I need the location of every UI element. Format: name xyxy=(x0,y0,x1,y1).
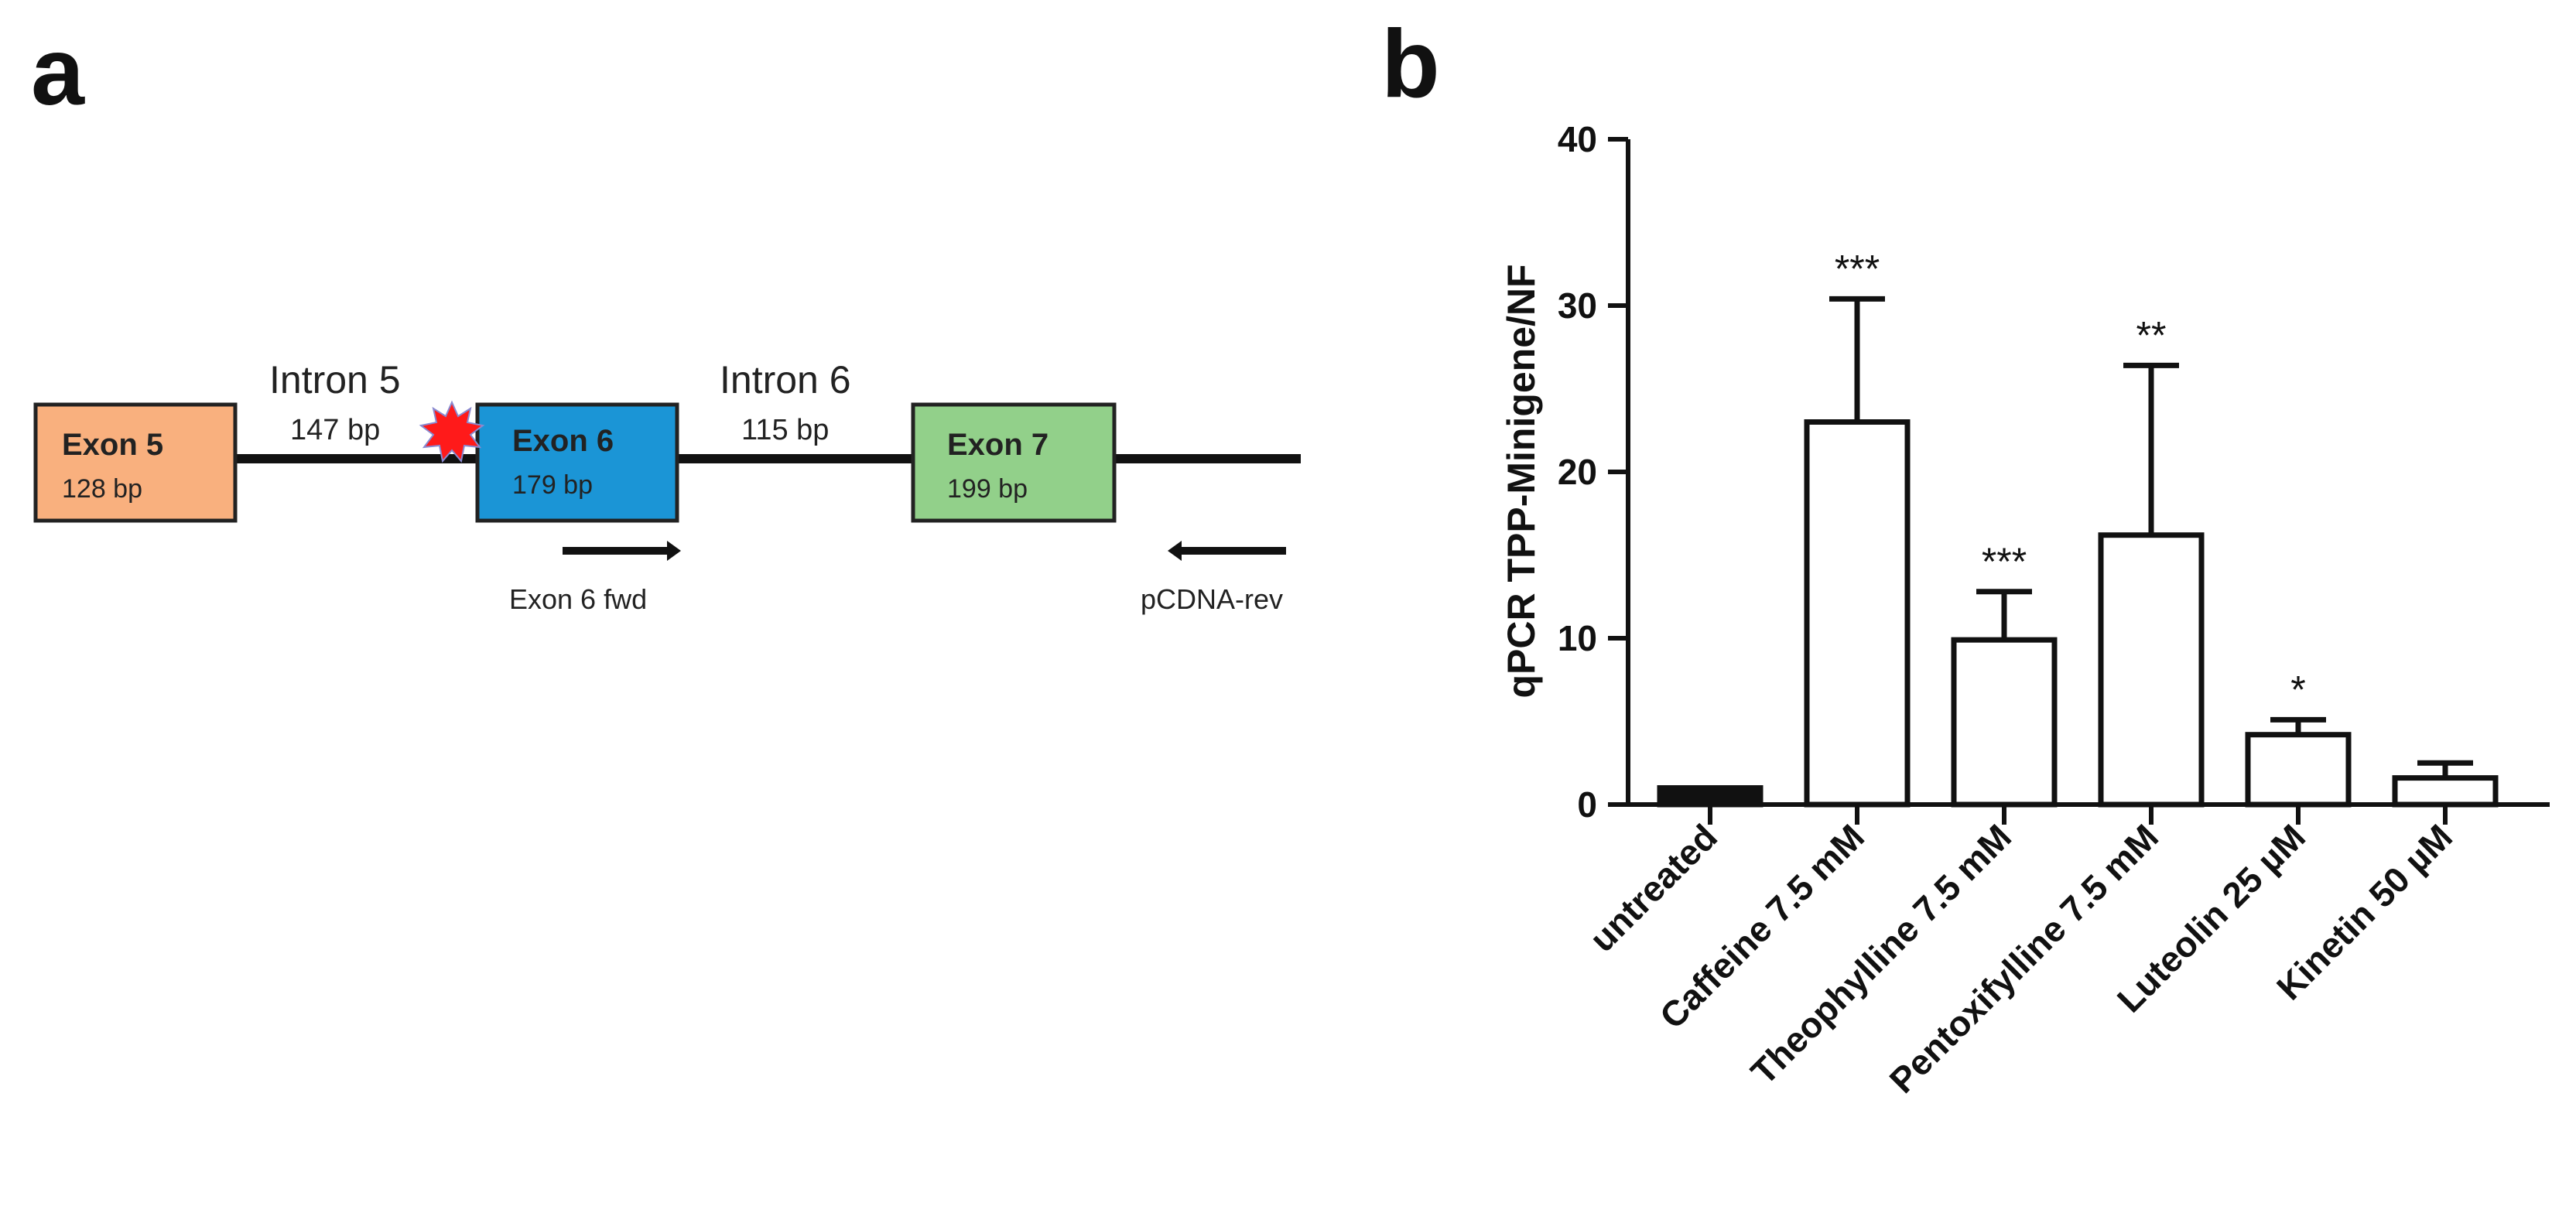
y-tick-label: 40 xyxy=(1558,119,1597,159)
y-tick-label: 20 xyxy=(1558,452,1597,492)
y-ticks: 0 10 20 30 40 xyxy=(1558,119,1628,825)
y-tick-label: 10 xyxy=(1558,618,1597,658)
exon-6-name: Exon 6 xyxy=(512,424,614,458)
panel-a: a Exon 5 128 bp Exon 6 179 bp Exon 7 199… xyxy=(31,19,1301,615)
bar xyxy=(2392,775,2499,808)
significance-label: *** xyxy=(1982,540,2027,583)
primer-rev-shaft xyxy=(1178,547,1286,555)
bar xyxy=(1657,785,1764,808)
intron-line xyxy=(236,454,1301,463)
exon-7-rect xyxy=(911,402,1117,523)
intron-5-name: Intron 5 xyxy=(269,358,401,401)
exon-7-box: Exon 7 199 bp xyxy=(911,402,1117,523)
primer-fwd-arrow-icon xyxy=(563,541,681,561)
exon-7-name: Exon 7 xyxy=(947,428,1049,462)
exon-6-size: 179 bp xyxy=(512,470,593,500)
panel-a-letter: a xyxy=(31,19,85,125)
y-tick-label: 30 xyxy=(1558,285,1597,326)
category-label: Pentoxifylline 7.5 mM xyxy=(1882,816,2167,1101)
bar xyxy=(2245,732,2352,808)
exon-5-rect xyxy=(33,402,238,523)
intron-6-name: Intron 6 xyxy=(720,358,851,401)
intron-5-size: 147 bp xyxy=(290,414,380,446)
intron-6-size: 115 bp xyxy=(741,414,829,446)
mutation-star-icon xyxy=(419,400,485,463)
category-label: untreated xyxy=(1582,816,1725,959)
y-tick-label: 0 xyxy=(1577,784,1597,825)
exon-6-rect xyxy=(475,402,679,523)
exon-7-size: 199 bp xyxy=(947,474,1028,504)
bar xyxy=(1804,419,1911,808)
bar xyxy=(1951,637,2058,808)
primer-fwd-shaft xyxy=(563,547,671,555)
exon-5-name: Exon 5 xyxy=(62,428,163,462)
bar xyxy=(2098,532,2205,808)
significance-label: ** xyxy=(2136,313,2167,357)
y-axis-label: qPCR TPP-Minigene/NF xyxy=(1500,264,1543,698)
exon-5-box: Exon 5 128 bp xyxy=(33,402,238,523)
bars: ********* xyxy=(1657,247,2499,808)
primer-rev-head xyxy=(1168,541,1182,561)
significance-label: *** xyxy=(1835,247,1880,290)
exon-5-size: 128 bp xyxy=(62,474,142,504)
primer-fwd-head xyxy=(667,541,681,561)
primer-rev-label: pCDNA-rev xyxy=(1141,583,1283,615)
primer-fwd-label: Exon 6 fwd xyxy=(509,583,647,615)
exon-6-box: Exon 6 179 bp xyxy=(475,402,679,523)
panel-b-letter: b xyxy=(1381,11,1440,118)
primer-rev-arrow-icon xyxy=(1168,541,1286,561)
mutation-star-shape xyxy=(419,400,485,463)
significance-label: * xyxy=(2290,668,2305,711)
category-label: Theophylline 7.5 mM xyxy=(1743,816,2019,1092)
